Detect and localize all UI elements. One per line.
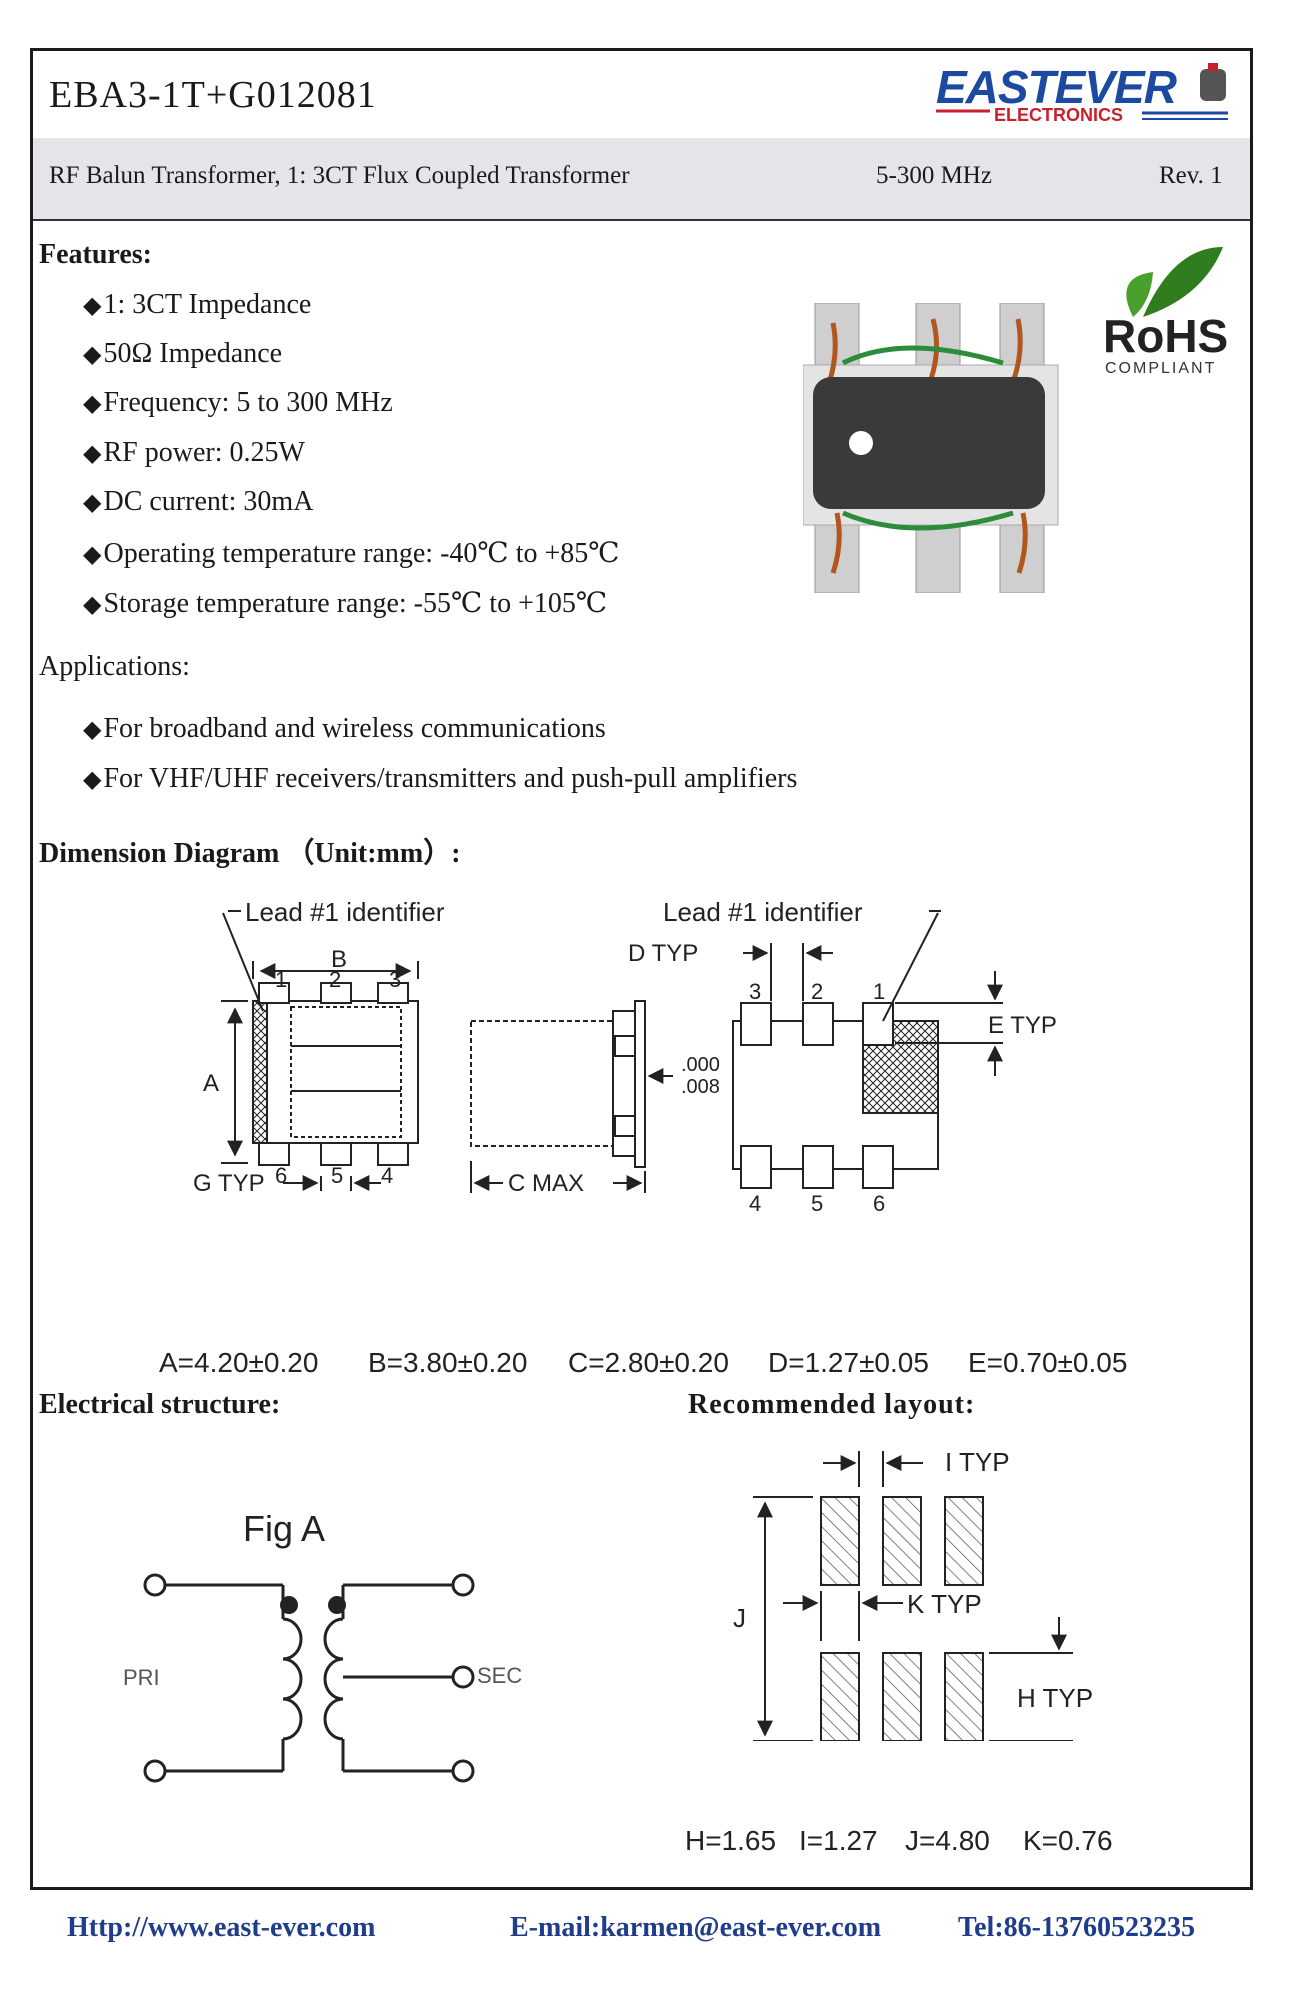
dim-value: D=1.27±0.05 <box>768 1347 929 1378</box>
dim-h-label: H TYP <box>1017 1683 1093 1713</box>
applications-heading: Applications: <box>39 651 190 682</box>
application-item: ◆For broadband and wireless communicatio… <box>83 713 606 744</box>
thickness-label-1: .000 <box>681 1054 720 1076</box>
pin-label: 3 <box>749 979 761 1004</box>
product-photo <box>803 303 1059 593</box>
dimension-diagram: Lead #1 identifier Lead #1 identifier B … <box>193 897 1057 1216</box>
rohs-badge: RoHS COMPLIANT <box>1103 247 1228 377</box>
lead-id-label-right: Lead #1 identifier <box>663 897 863 927</box>
diamond-bullet-icon: ◆ <box>83 342 102 368</box>
feature-item: ◆50Ω Impedance <box>83 338 283 369</box>
dim-g-label: G TYP <box>193 1170 265 1197</box>
pin-label: 4 <box>749 1191 761 1216</box>
dim-c-label: C MAX <box>508 1170 584 1197</box>
footer-phone: Tel:86-13760523235 <box>958 1912 1195 1943</box>
feature-item: ◆1: 3CT Impedance <box>83 289 312 320</box>
rohs-label: RoHS <box>1103 310 1228 362</box>
logo-main-text: EASTEVER <box>936 61 1177 113</box>
product-description: RF Balun Transformer, 1: 3CT Flux Couple… <box>49 162 630 189</box>
layout-value: J=4.80 <box>905 1825 990 1856</box>
features-heading: Features: <box>39 239 152 270</box>
dim-d-label: D TYP <box>628 940 698 967</box>
pin-label: 1 <box>873 979 885 1004</box>
revision: Rev. 1 <box>1159 162 1223 189</box>
frequency-range: 5-300 MHz <box>876 162 992 189</box>
layout-value: K=0.76 <box>1023 1825 1113 1856</box>
dim-k-label: K TYP <box>907 1589 982 1619</box>
layout-heading: Recommended layout: <box>688 1389 976 1420</box>
pin-label: 2 <box>811 979 823 1004</box>
pin-label: 1 <box>275 967 287 992</box>
dim-e-label: E TYP <box>988 1012 1057 1039</box>
dim-i-label: I TYP <box>945 1447 1010 1477</box>
dim-value: A=4.20±0.20 <box>159 1347 319 1378</box>
eastever-logo: EASTEVER ELECTRONICS <box>936 61 1228 125</box>
footer-email-link[interactable]: E-mail:karmen@east-ever.com <box>510 1912 882 1943</box>
feature-item: ◆DC current: 30mA <box>83 486 314 517</box>
electrical-heading: Electrical structure: <box>39 1389 281 1420</box>
fig-label: Fig A <box>243 1508 325 1549</box>
diamond-bullet-icon: ◆ <box>83 767 102 793</box>
pin-label: 5 <box>811 1191 823 1216</box>
diamond-bullet-icon: ◆ <box>83 441 102 467</box>
footer-website-link[interactable]: Http://www.east-ever.com <box>67 1912 376 1943</box>
rohs-compliant: COMPLIANT <box>1105 360 1216 377</box>
diamond-bullet-icon: ◆ <box>83 592 102 618</box>
layout-value: H=1.65 <box>685 1825 777 1856</box>
application-item: ◆For VHF/UHF receivers/transmitters and … <box>83 763 798 794</box>
thickness-label-2: .008 <box>681 1076 720 1098</box>
pin-label: 5 <box>331 1163 343 1188</box>
pin-label: 6 <box>275 1163 287 1188</box>
pin-label: 6 <box>873 1191 885 1216</box>
recommended-layout-diagram: I TYP K TYP H TYP J <box>733 1447 1093 1741</box>
layout-value: I=1.27 <box>799 1825 878 1856</box>
pin-label: 4 <box>381 1163 393 1188</box>
feature-item: ◆Storage temperature range: -55℃ to +105… <box>83 588 608 619</box>
dim-b-label: B <box>331 946 347 973</box>
pri-label: PRI <box>123 1665 160 1690</box>
part-number: EBA3-1T+G012081 <box>49 74 377 116</box>
diamond-bullet-icon: ◆ <box>83 391 102 417</box>
pin-label: 3 <box>389 967 401 992</box>
datasheet-frame: EBA3-1T+G012081 EASTEVER ELECTRONICS RF … <box>30 48 1253 1890</box>
pin-label: 2 <box>329 967 341 992</box>
feature-item: ◆Frequency: 5 to 300 MHz <box>83 387 393 418</box>
diamond-bullet-icon: ◆ <box>83 490 102 516</box>
diamond-bullet-icon: ◆ <box>83 542 102 568</box>
diamond-bullet-icon: ◆ <box>83 717 102 743</box>
dim-j-label: J <box>733 1603 746 1633</box>
lead-id-label-left: Lead #1 identifier <box>245 897 445 927</box>
dim-value: E=0.70±0.05 <box>968 1347 1128 1378</box>
feature-item: ◆Operating temperature range: -40℃ to +8… <box>83 538 620 569</box>
title-row: EBA3-1T+G012081 EASTEVER ELECTRONICS <box>33 51 1250 140</box>
dim-value: C=2.80±0.20 <box>568 1347 729 1378</box>
description-band: RF Balun Transformer, 1: 3CT Flux Couple… <box>33 138 1250 221</box>
electrical-schematic: Fig A PRI SEC <box>123 1508 522 1783</box>
diamond-bullet-icon: ◆ <box>83 293 102 319</box>
dim-a-label: A <box>203 1070 219 1097</box>
sec-label: SEC <box>477 1663 522 1688</box>
dimension-heading: Dimension Diagram （Unit:mm）: <box>39 838 461 869</box>
dim-value: B=3.80±0.20 <box>368 1347 528 1378</box>
feature-item: ◆RF power: 0.25W <box>83 437 305 468</box>
logo-sub-text: ELECTRONICS <box>994 105 1123 125</box>
